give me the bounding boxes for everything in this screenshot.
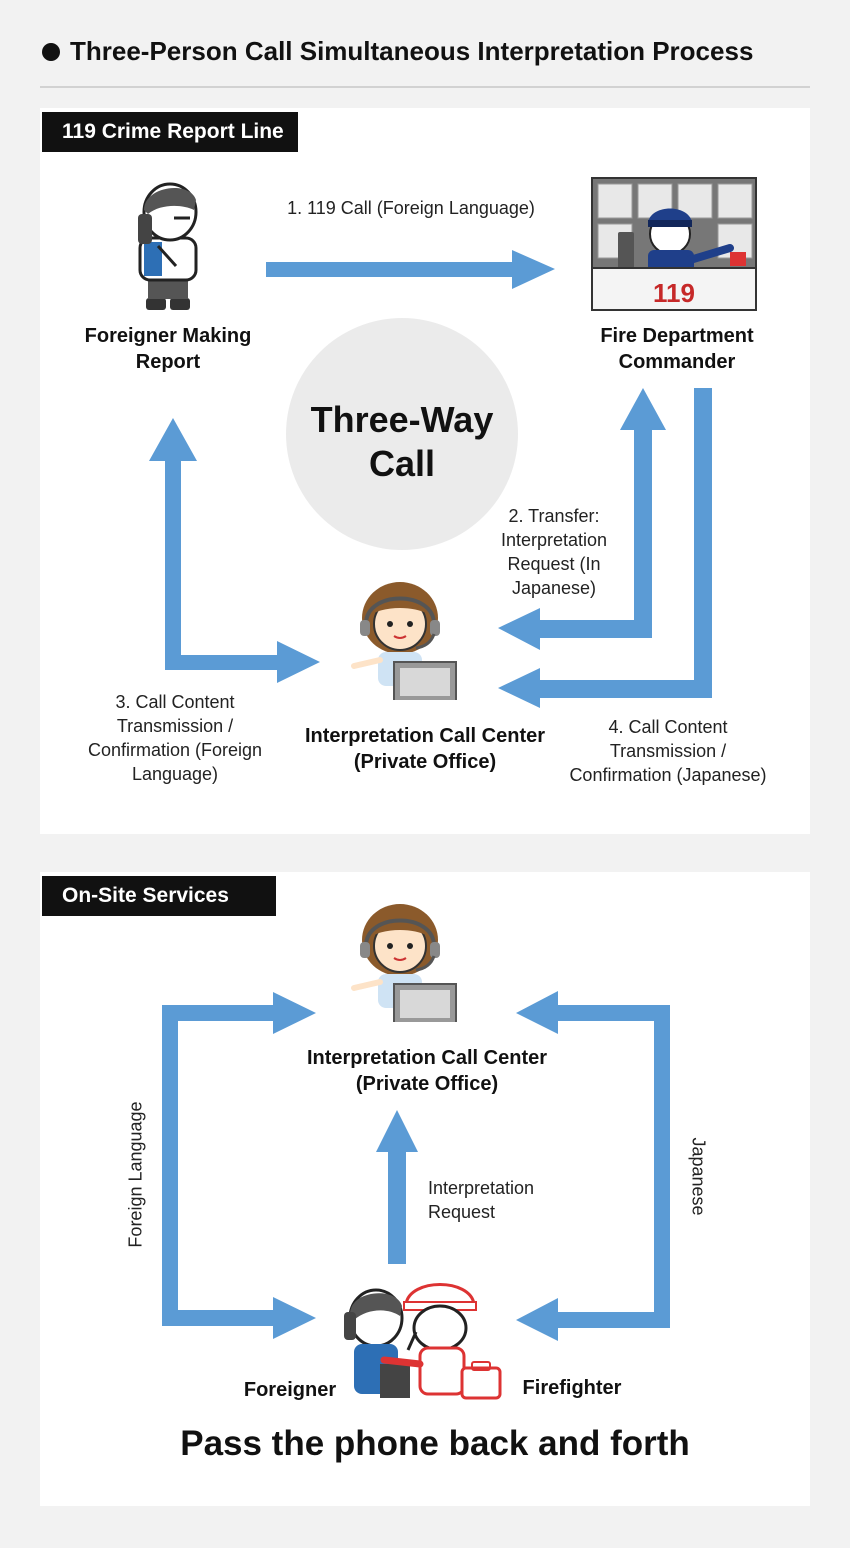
arrow-left-loop [162,992,316,1339]
interpretation-request-label: Interpretation Request [428,1176,568,1224]
firefighter-label: Firefighter [522,1377,622,1399]
step3-label: 3. Call Content Transmission / Confirmat… [62,690,288,786]
japanese-vertical-label: Japanese [688,1137,709,1216]
request-line-1: Interpretation [428,1178,535,1198]
step4-line-3: Confirmation (Japanese) [569,765,767,785]
step2-line-3: Request (In [507,554,601,574]
foreign-language-vertical-label: Foreign Language [125,1101,146,1248]
foreigner-label-line-2: Report [135,351,201,373]
step2-line-4: Japanese) [511,578,597,598]
page-title: Three-Person Call Simultaneous Interpret… [70,36,754,66]
step3-line-3: Confirmation (Foreign [87,740,263,760]
page-title-row: Three-Person Call Simultaneous Interpret… [42,34,832,70]
foreigner-making-report-label: Foreigner Making Report [60,323,276,375]
circle-line-2: Call [368,443,436,484]
commander-label-line-1: Fire Department [600,325,754,347]
step2-line-1: 2. Transfer: [508,506,600,526]
step3-line-4: Language) [131,764,219,784]
interpretation-center-label-onsite: Interpretation Call Center (Private Offi… [286,1045,568,1097]
interpretation-center-label: Interpretation Call Center (Private Offi… [286,723,564,775]
center-label-line-2: (Private Office) [353,751,497,773]
circle-line-1: Three-Way [310,399,494,440]
arrow-step3 [149,418,320,683]
commander-label-line-2: Commander [618,351,736,373]
operator-icon-onsite [351,904,457,1022]
section-tag-crime-report: 119 Crime Report Line [42,112,298,152]
step4-line-1: 4. Call Content [608,717,728,737]
onsite-center-line-2: (Private Office) [355,1073,499,1095]
foreigner-label: Foreigner [243,1379,337,1401]
step2-label: 2. Transfer: Interpretation Request (In … [484,504,624,600]
bullet-icon [42,43,60,61]
three-way-call-circle [286,318,518,550]
foreigner-firefighter-icon [344,1283,502,1400]
foreigner-caller-icon [138,182,198,310]
fire-commander-icon: 119 [591,177,757,311]
foreigner-label-line-1: Foreigner Making [84,325,252,347]
onsite-center-line-1: Interpretation Call Center [306,1047,548,1069]
step4-line-2: Transmission / [609,741,727,761]
arrow-step2 [498,388,666,650]
arrow-request-up [376,1110,418,1264]
arrow-right-loop [516,991,670,1341]
title-divider [40,86,810,88]
arrow-step1 [266,250,555,289]
request-line-2: Request [428,1202,496,1222]
three-way-call-text: Three-Way Call [286,398,518,486]
step3-line-1: 3. Call Content [115,692,235,712]
center-label-line-1: Interpretation Call Center [304,725,546,747]
step3-line-2: Transmission / [116,716,234,736]
operator-icon [351,582,457,700]
desk-number: 119 [653,278,695,308]
pass-phone-title: Pass the phone back and forth [180,1424,690,1463]
section-tag-on-site: On-Site Services [42,876,276,916]
step4-label: 4. Call Content Transmission / Confirmat… [556,715,780,787]
step1-label: 1. 119 Call (Foreign Language) [287,198,535,218]
fire-department-commander-label: Fire Department Commander [574,323,780,375]
step2-line-2: Interpretation [500,530,608,550]
